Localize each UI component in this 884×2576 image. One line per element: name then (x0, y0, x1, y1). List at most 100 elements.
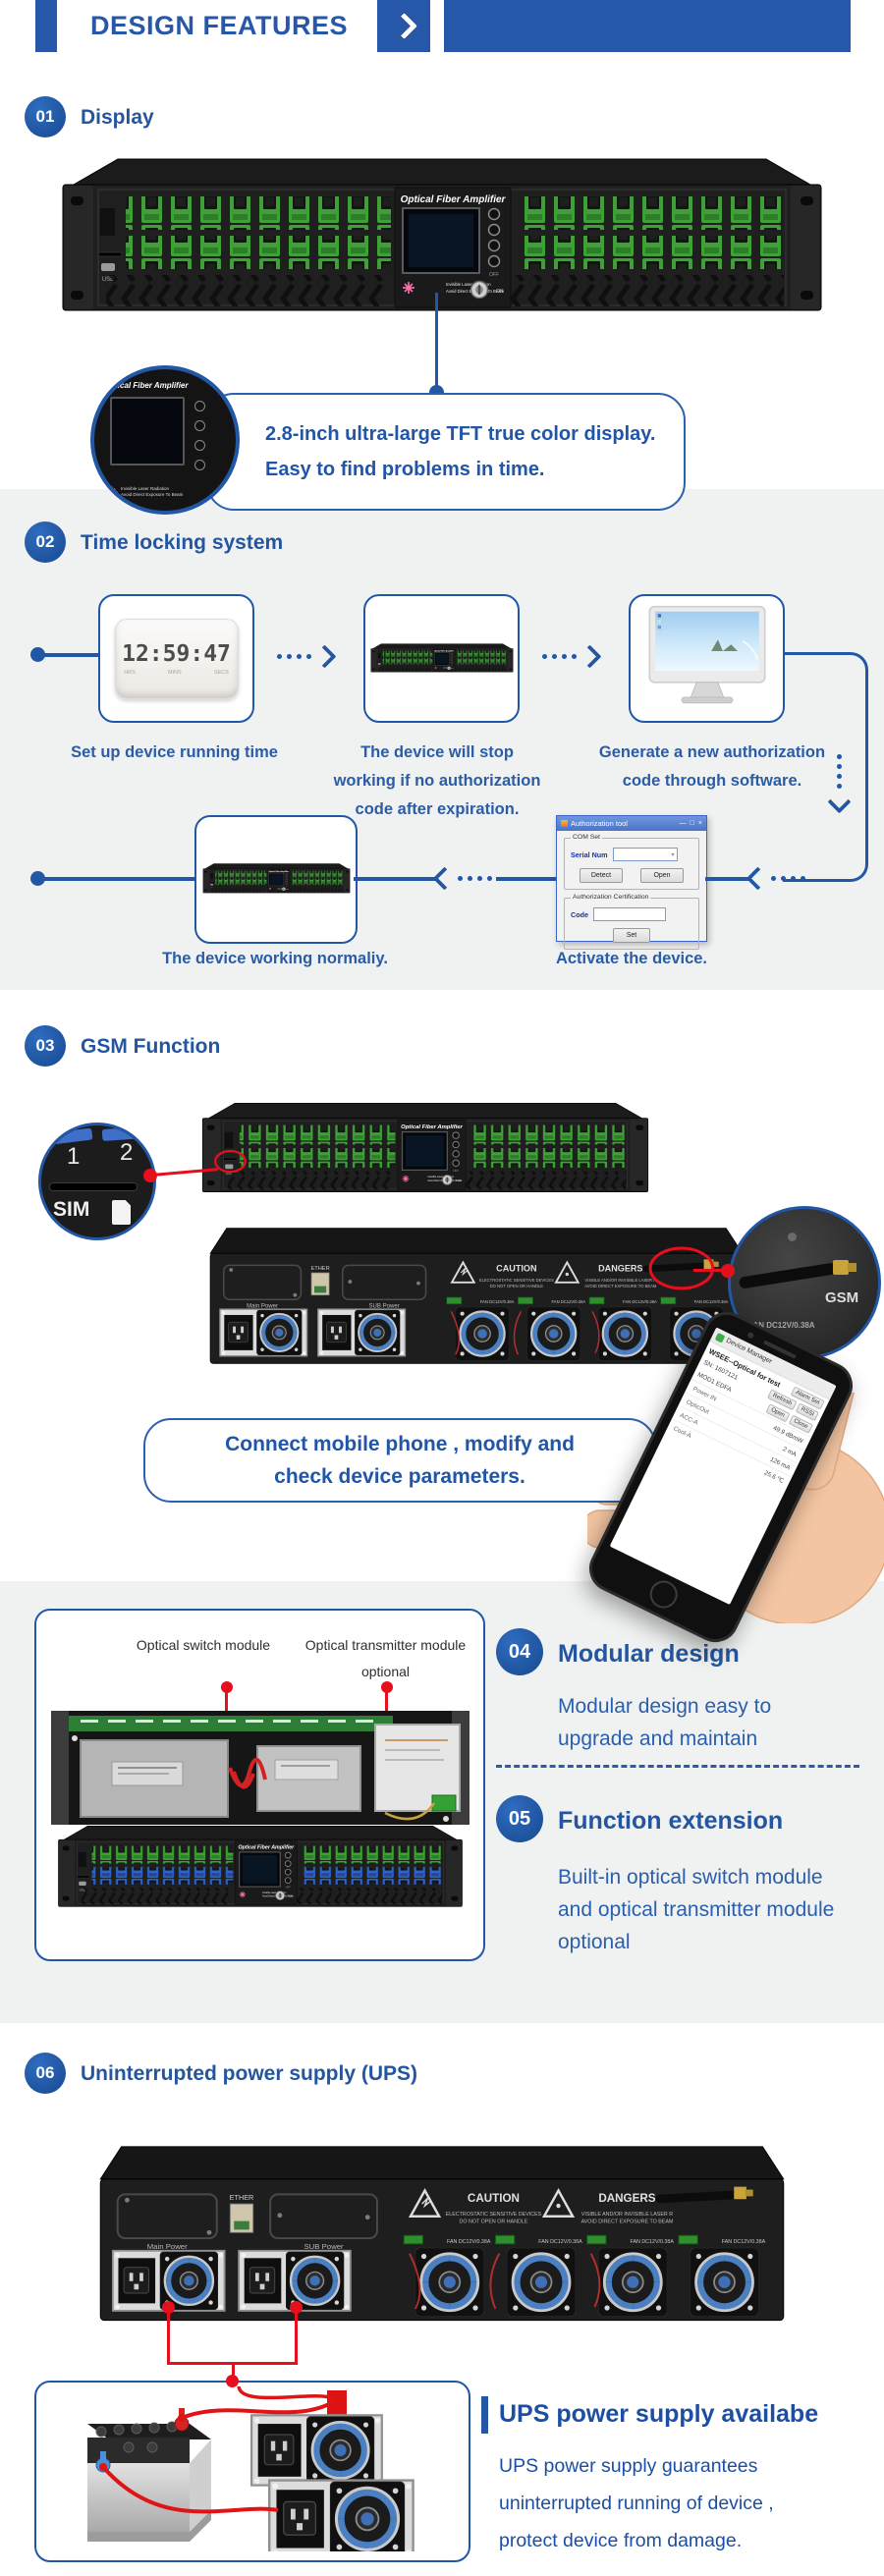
caption-3: Generate a new authorization code throug… (598, 743, 826, 790)
close-icon[interactable]: × (697, 820, 702, 827)
flow-line (354, 877, 435, 881)
com-set-legend: COM Set (571, 834, 602, 841)
authorization-tool-window: Authorization tool — □ × COM Set Serial … (556, 815, 707, 950)
flow-arrow-down (827, 754, 852, 814)
optical-switch-label: Optical switch module (136, 1637, 271, 1653)
phone-home-button[interactable] (644, 1575, 683, 1614)
gsm-highlight-ellipse (648, 1246, 715, 1290)
detect-button[interactable]: Detect (580, 868, 623, 883)
panel-button-icon (194, 460, 205, 470)
magnifier-brand: Optical Fiber Amplifier (104, 381, 189, 390)
battery (87, 2408, 211, 2542)
arrow-right-icon (312, 644, 337, 669)
gsm-device-front-panel (194, 1102, 656, 1200)
flow-line (705, 877, 748, 881)
callout-line (435, 293, 438, 393)
code-input[interactable] (592, 907, 666, 921)
red-line (167, 2310, 170, 2365)
ups-heading-bar (481, 2396, 488, 2434)
red-dot (221, 1681, 233, 1693)
window-icon (561, 820, 568, 827)
header-arrow-button (377, 0, 430, 52)
gsm-fan-label: FAN DC12V/0.38A (748, 1321, 815, 1330)
badge-04: 04 (496, 1628, 543, 1675)
red-line (295, 2310, 298, 2365)
screw-icon (788, 1233, 797, 1241)
maximize-icon[interactable]: □ (690, 820, 694, 827)
sim-label: SIM (53, 1198, 90, 1221)
dashed-divider (496, 1765, 859, 1768)
red-dot (290, 2301, 303, 2314)
arrow-left-icon (746, 866, 770, 891)
flow-line (496, 877, 556, 881)
device-rear-panel-ups (88, 2141, 796, 2341)
sim-slot-1: 1 (67, 1143, 81, 1170)
arrow-left-icon (432, 866, 457, 891)
panel-button-icon (194, 401, 205, 411)
gsm-label: GSM (825, 1289, 859, 1306)
bubble-line-2: Easy to find problems in time. (265, 458, 545, 480)
code-label: Code (571, 909, 588, 919)
section4-body: Modular design easy to upgrade and maint… (558, 1695, 772, 1750)
badge-06: 06 (25, 2053, 66, 2094)
badge-03: 03 (25, 1025, 66, 1067)
caption-1: Set up device running time (71, 743, 278, 761)
ups-psu-bottom (269, 2481, 413, 2551)
chevron-right-icon (390, 13, 417, 39)
red-dot (381, 1681, 393, 1693)
gsm-antenna-icon (738, 1262, 838, 1289)
caption-4: The device working normaliy. (162, 950, 388, 967)
flow-arrow-right (542, 644, 602, 669)
ups-body-line2: uninterrupted running of device , (499, 2493, 774, 2515)
serial-num-select[interactable]: ▾ (612, 848, 678, 861)
antenna-connector (833, 1260, 849, 1275)
minimize-icon[interactable]: — (679, 820, 687, 827)
red-dot (226, 2375, 239, 2387)
gsm-callout-circle: GSM FAN DC12V/0.38A (728, 1206, 881, 1359)
page-title: DESIGN FEATURES (90, 11, 349, 40)
set-button[interactable]: Set (613, 928, 650, 943)
badge-01: 01 (25, 96, 66, 137)
flow-box-device (363, 594, 520, 723)
section1-title: Display (81, 106, 154, 129)
device-front-panel-modules (51, 1825, 470, 1914)
sim-slot (49, 1182, 138, 1191)
flow-box-computer (629, 594, 785, 723)
section4-title: Modular design (558, 1640, 740, 1668)
device-internal-view (51, 1711, 470, 1825)
laser-star-icon (106, 487, 117, 498)
ups-psu-top (251, 2415, 382, 2485)
antenna-connector-tip (848, 1263, 856, 1272)
mini-device-front (368, 643, 516, 675)
arrow-right-icon (578, 644, 602, 669)
flow-arrow-left (746, 866, 805, 891)
red-dot (721, 1264, 735, 1278)
battery-and-psu (87, 2386, 459, 2551)
optical-transmitter-label: Optical transmitter module optional (304, 1637, 467, 1679)
caption-2: The device will stop working if no autho… (333, 743, 541, 818)
section5-body: Built-in optical switch module and optic… (558, 1866, 835, 1953)
window-title: Authorization tool (571, 819, 628, 828)
sim-highlight-ellipse (213, 1149, 247, 1174)
flow-start-dot (30, 647, 45, 662)
panel-button-icon (194, 440, 205, 451)
gsm-feature-bubble: Connect mobile phone , modify and check … (143, 1418, 656, 1503)
open-button[interactable]: Open (640, 868, 684, 883)
red-dot (162, 2301, 175, 2314)
flow-bracket (783, 652, 868, 882)
section6-title: Uninterrupted power supply (UPS) (81, 2062, 418, 2085)
flow-arrow-right (277, 644, 337, 669)
clock-time: 12:59:47 (122, 641, 231, 667)
header-left-square (35, 0, 57, 52)
display-magnifier-circle: Optical Fiber Amplifier Invisible Laser … (90, 365, 240, 515)
section3-title: GSM Function (81, 1035, 221, 1058)
phone-camera (746, 1331, 755, 1340)
badge-05: 05 (496, 1795, 543, 1842)
flow-end-dot (30, 871, 45, 886)
authorization-group: Authorization Certification Code Set (564, 894, 699, 950)
